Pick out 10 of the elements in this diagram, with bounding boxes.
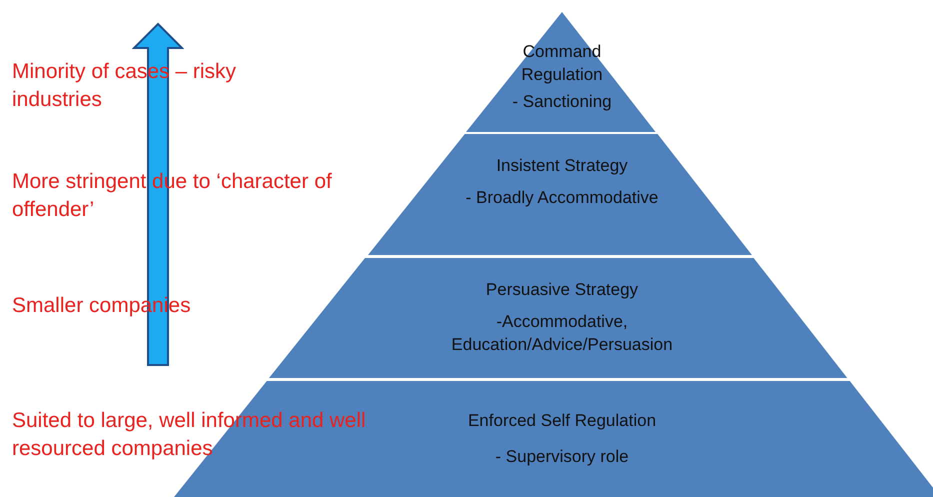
tier-description: - Supervisory role <box>494 446 630 468</box>
tier-heading: Persuasive Strategy <box>484 279 640 301</box>
tier-description: - Sanctioning <box>511 91 613 113</box>
tier-heading: Enforced Self Regulation <box>466 410 658 432</box>
pyramid-tier <box>368 134 752 255</box>
pyramid-tier <box>269 258 848 378</box>
tier-description: -Accommodative, Education/Advice/Persuasion <box>450 311 674 356</box>
tier-heading: Insistent Strategy <box>495 155 629 177</box>
pyramid-apex <box>466 12 656 132</box>
tier-description: - Broadly Accommodative <box>464 187 660 209</box>
